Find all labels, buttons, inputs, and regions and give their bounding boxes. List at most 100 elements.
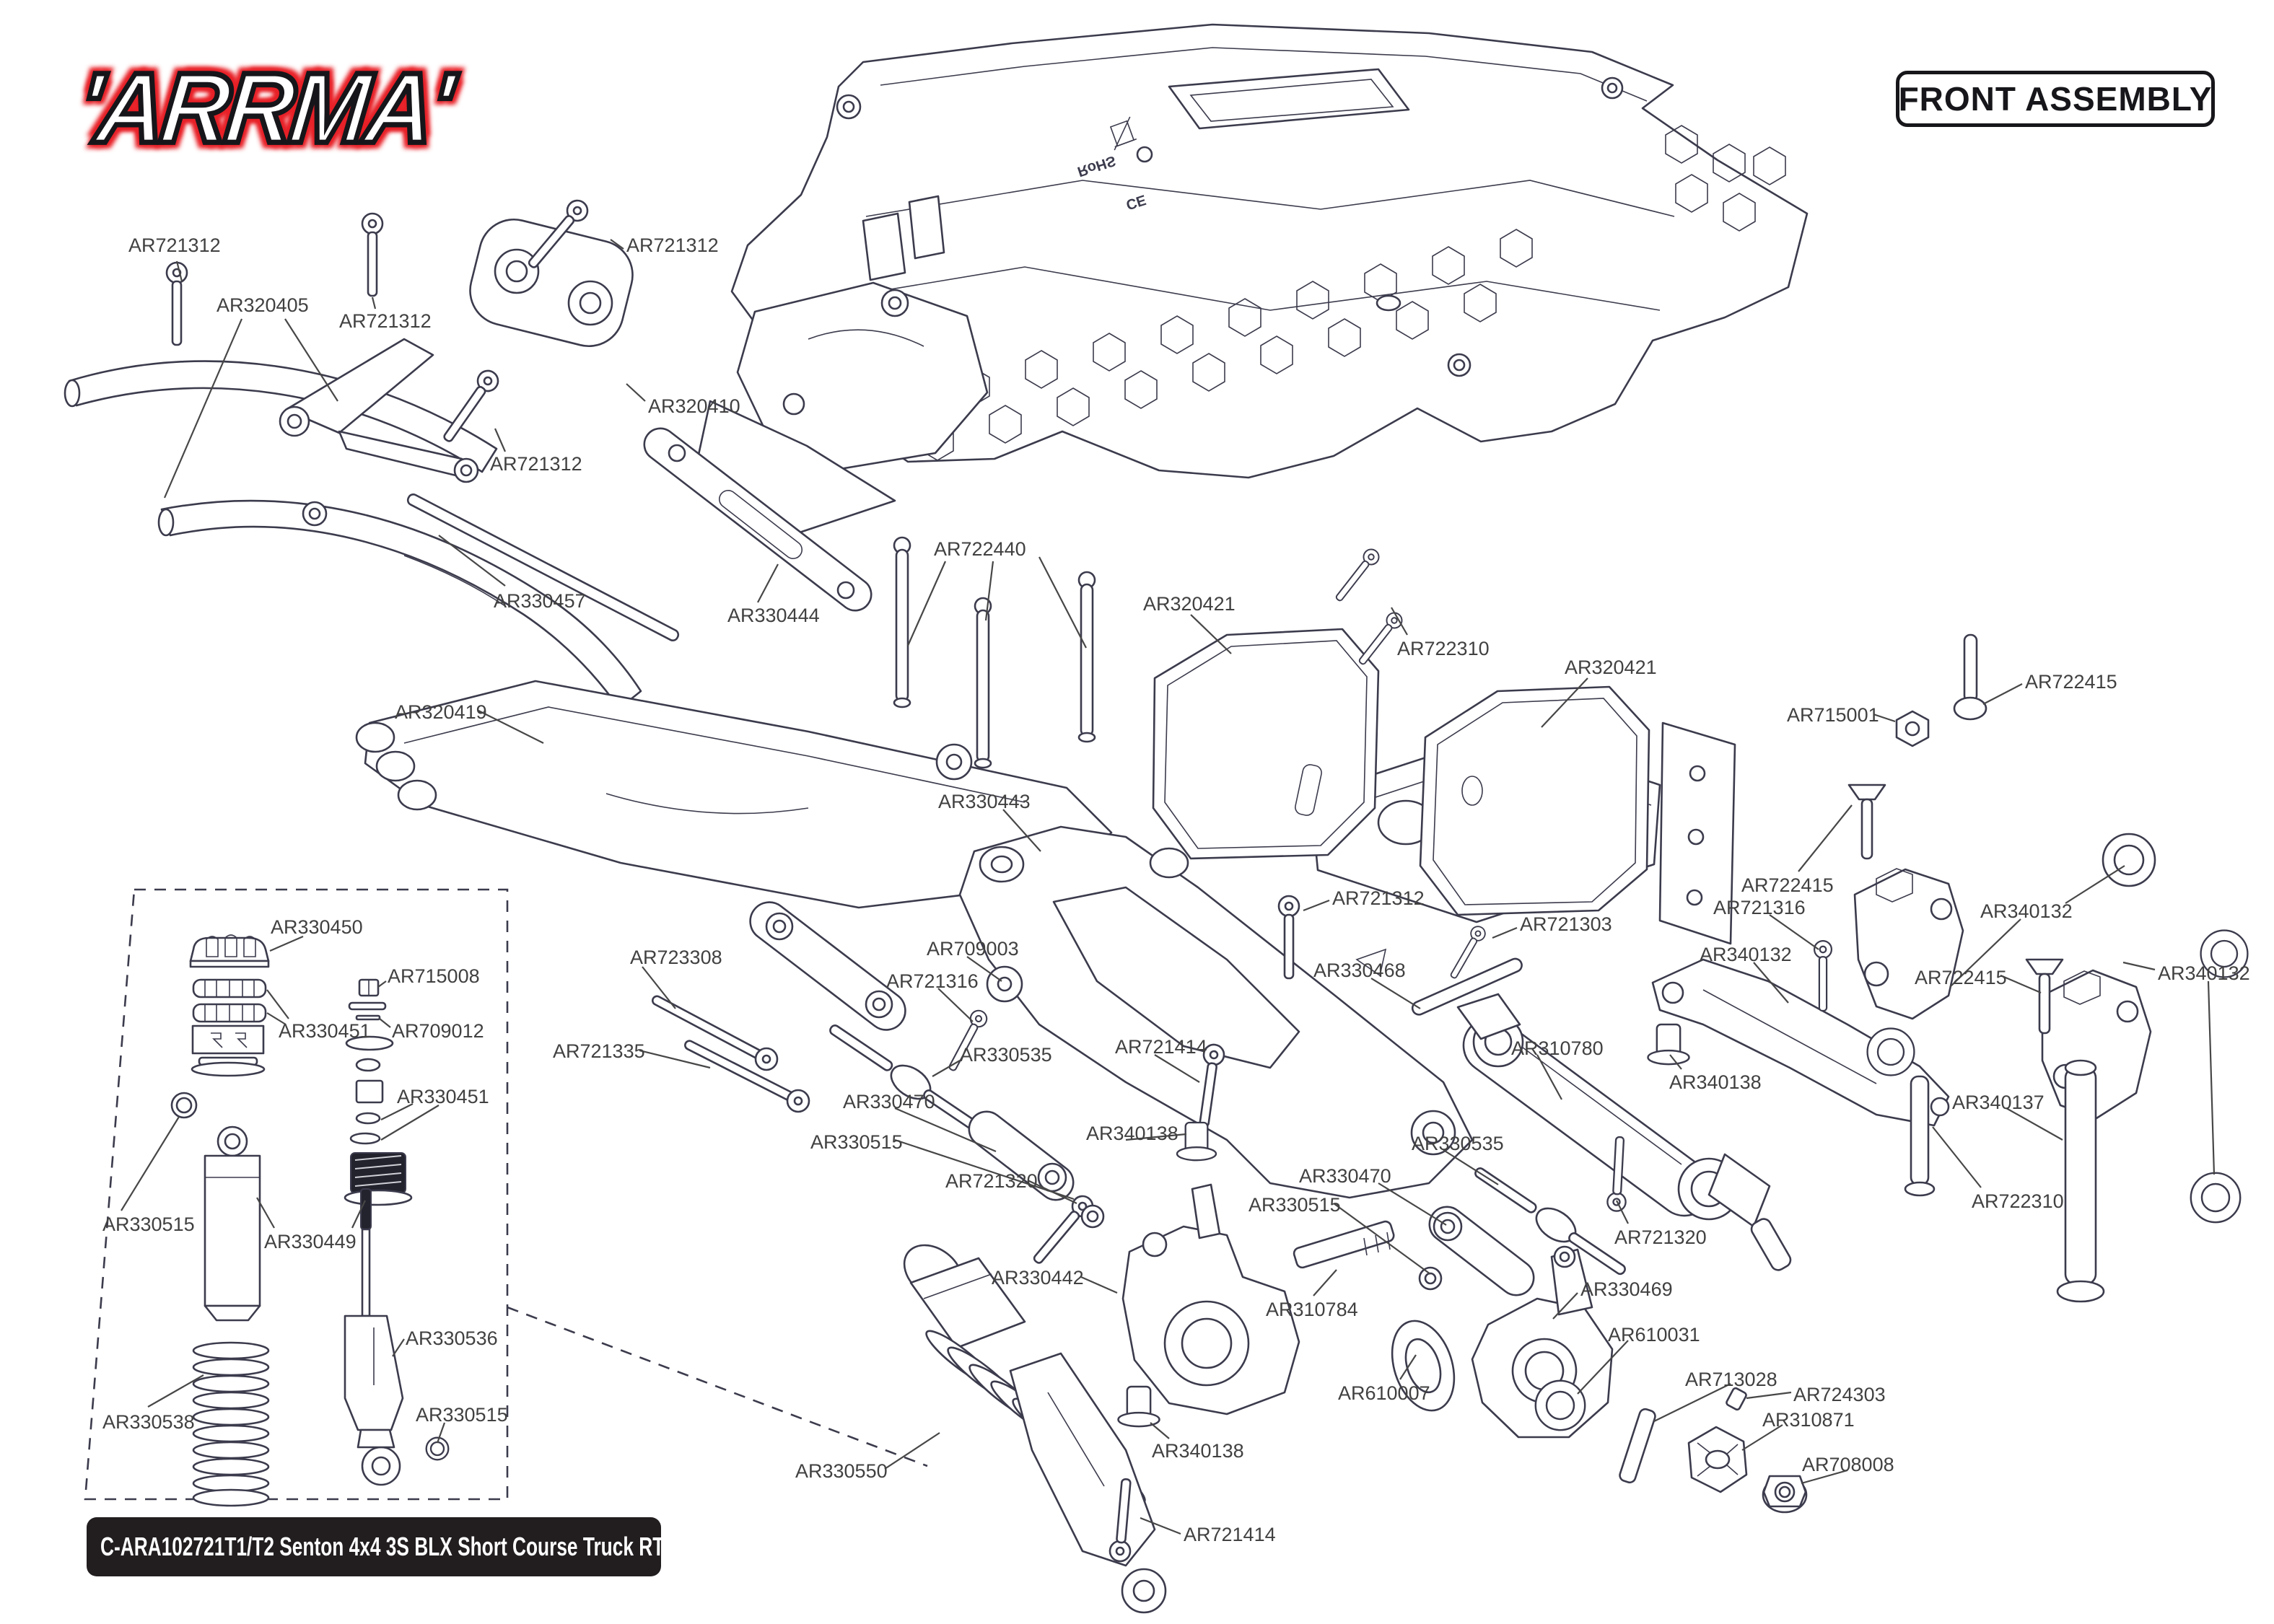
part-label-ar330470: AR330470 (843, 1091, 935, 1112)
part-label-ar340132: AR340132 (1700, 944, 1792, 965)
leader-line (984, 561, 994, 621)
part-label-ar330515: AR330515 (102, 1213, 195, 1235)
part-label-ar722415: AR722415 (1915, 967, 2007, 988)
part-hinge-pin-rod (406, 493, 680, 642)
part-label-ar330443: AR330443 (938, 791, 1031, 812)
part-chassis-plate (693, 23, 1809, 534)
leader-line (2006, 1107, 2063, 1141)
part-bumper-mount (469, 218, 634, 348)
part-label-ar320421: AR320421 (1143, 593, 1236, 615)
part-locknut (1895, 710, 1930, 747)
o-ring (170, 1092, 198, 1119)
part-label-ar713028: AR713028 (1685, 1369, 1777, 1390)
leader-line (175, 260, 183, 282)
bearing (1534, 1379, 1586, 1431)
long-screw (684, 1040, 810, 1113)
leader-line (1140, 1517, 1181, 1535)
leader-line (1378, 1182, 1447, 1226)
leader-line (884, 1432, 940, 1470)
hinge-pin (1411, 957, 1523, 1016)
leader-line (1982, 683, 2023, 705)
set-screw (1726, 1387, 1747, 1411)
part-label-ar722415: AR722415 (1741, 874, 1834, 896)
part-mud-guard-right (1419, 685, 1650, 916)
part-label-ar340132: AR340132 (1980, 900, 2073, 922)
part-shock-seal (192, 1003, 267, 1023)
page-title: FRONT ASSEMBLY (1898, 80, 2213, 118)
leader-line (1798, 804, 1853, 872)
part-label-ar330536: AR330536 (406, 1327, 498, 1349)
leader-line (284, 318, 338, 402)
part-label-ar320410: AR320410 (648, 395, 740, 417)
leader-line (932, 1060, 961, 1077)
part-stub-axle (1293, 1220, 1395, 1269)
leader-line (1002, 809, 1041, 852)
leader-line (1150, 1422, 1170, 1439)
bearing (1391, 1320, 1456, 1412)
leader-line (1027, 1180, 1077, 1204)
part-label-ar330470: AR330470 (1299, 1165, 1391, 1187)
part-shock-smallparts (345, 978, 394, 1145)
leader-line (494, 428, 507, 452)
leader-line (1741, 1424, 1783, 1451)
part-label-ar340132: AR340132 (2158, 962, 2250, 984)
part-label-ar310871: AR310871 (1762, 1409, 1855, 1431)
arrma-logo: 'ARRMA' (71, 48, 460, 177)
leader-line (1801, 1469, 1848, 1485)
leader-line (1753, 962, 1789, 1004)
leader-line (2065, 865, 2125, 904)
bushing (1117, 1385, 1160, 1428)
part-label-ar310780: AR310780 (1511, 1037, 1604, 1059)
part-shock-body (204, 1125, 261, 1322)
leader-line (377, 980, 387, 988)
leader-line (1769, 914, 1819, 950)
leader-line (1443, 1149, 1499, 1185)
part-label-ar330468: AR330468 (1313, 960, 1406, 981)
ball-stud-screw (1953, 633, 1987, 721)
part-label-ar330550: AR330550 (795, 1460, 888, 1482)
title-box: FRONT ASSEMBLY (1896, 71, 2215, 127)
shock-pin (1077, 571, 1096, 743)
leader-line (266, 989, 289, 1019)
part-label-ar721316: AR721316 (886, 970, 979, 992)
leader-line (1552, 1292, 1578, 1320)
part-label-ar715001: AR715001 (1787, 704, 1879, 726)
leader-line (1391, 607, 1408, 636)
part-tie-rod (829, 1024, 982, 1133)
part-label-ar721312: AR721312 (490, 453, 582, 475)
part-suspension-arm (958, 825, 1474, 1199)
part-label-ar340137: AR340137 (1952, 1092, 2045, 1113)
leader-line (2000, 974, 2042, 994)
leader-line (937, 988, 974, 1022)
leader-line (1669, 1054, 1682, 1070)
part-label-ar330515: AR330515 (1248, 1194, 1341, 1216)
part-label-ar715008: AR715008 (388, 965, 480, 987)
part-steering-post (1904, 1075, 1936, 1197)
leader-line (1038, 556, 1087, 649)
part-steering-knuckle (1121, 1183, 1300, 1415)
part-label-ar340138: AR340138 (1669, 1071, 1762, 1093)
part-label-ar721312: AR721312 (339, 310, 432, 332)
leader-line (121, 1116, 180, 1211)
leader-line (266, 1012, 287, 1025)
leader-line (351, 1200, 366, 1229)
long-screw (651, 995, 779, 1071)
part-label-ar330451: AR330451 (397, 1086, 489, 1107)
part-bumper-brace (279, 338, 479, 483)
screw-icon (165, 261, 188, 346)
leader-line (642, 966, 676, 1009)
part-label-ar330444: AR330444 (727, 605, 820, 626)
part-label-ar721316: AR721316 (1713, 897, 1806, 918)
countersunk-screw (1847, 784, 1886, 860)
part-label-ar721303: AR721303 (1520, 913, 1612, 935)
arrma-logo-text: 'ARRMA' (71, 50, 457, 167)
inset-leader (507, 1306, 928, 1467)
bearing (1866, 1027, 1915, 1076)
countersunk-screw (2025, 958, 2064, 1035)
part-skid-plate (355, 680, 1113, 909)
leader-line (2122, 961, 2156, 971)
part-label-ar709003: AR709003 (927, 938, 1019, 960)
leader-line (1616, 1200, 1629, 1224)
part-label-ar721312: AR721312 (128, 234, 221, 256)
part-label-ar330538: AR330538 (102, 1411, 195, 1433)
